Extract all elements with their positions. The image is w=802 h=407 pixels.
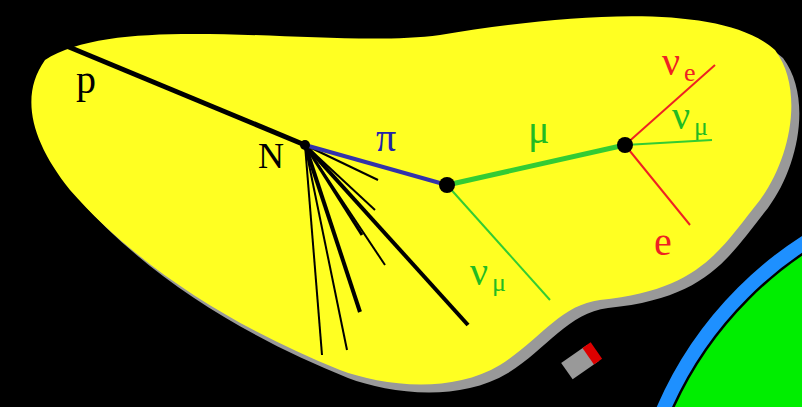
detector-symbol (561, 342, 602, 379)
hadron-tracks (40, 35, 468, 355)
particle-label: ν (662, 42, 680, 82)
particle-label: N (258, 138, 284, 174)
neutrino-track (625, 140, 712, 145)
neutrino-track (447, 185, 550, 300)
subscript-label: μ (694, 114, 708, 140)
particle-label: e (654, 222, 672, 262)
decay-dot (617, 137, 633, 153)
particle-label: μ (528, 110, 549, 150)
particle-label: π (376, 118, 396, 158)
particle-label: ν (470, 252, 488, 292)
shower-blob (31, 16, 791, 384)
electron-track (625, 145, 690, 225)
subscript-label: e (684, 60, 696, 86)
muon-track (447, 145, 625, 185)
particle-label: p (76, 60, 96, 100)
particle-label: ν (672, 96, 690, 136)
decay-dot (439, 177, 455, 193)
vertex-dot (300, 140, 310, 150)
subscript-label: μ (492, 270, 506, 296)
